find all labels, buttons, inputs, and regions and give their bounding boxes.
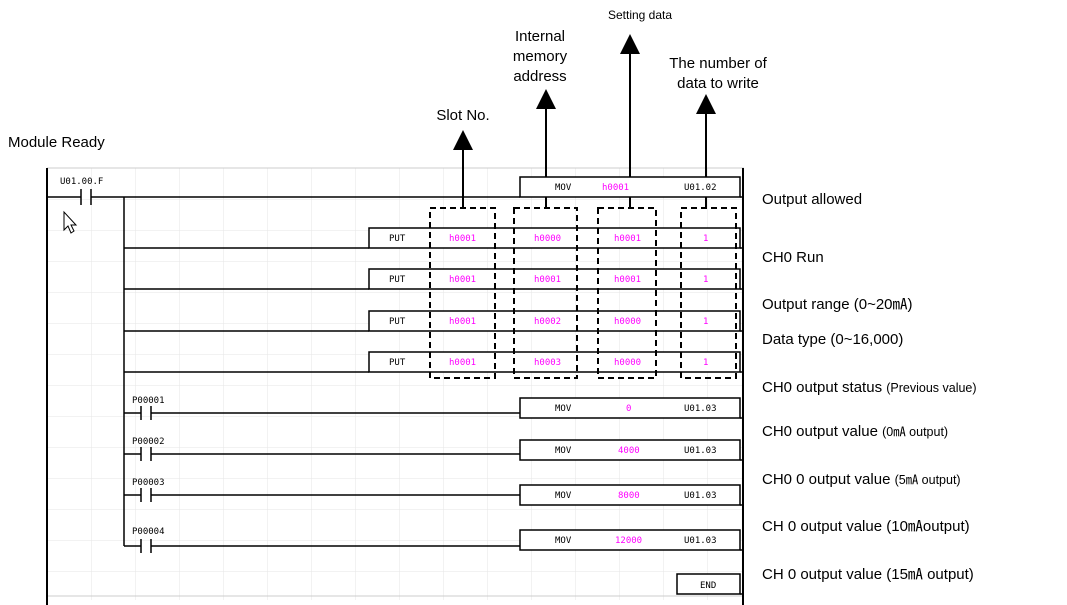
put-count-1: 1 <box>703 234 708 244</box>
number-line-2: data to write <box>677 75 759 92</box>
mov-box-3 <box>519 484 741 506</box>
rung-p00002: P00002 MOV 4000 U01.03 <box>123 413 743 461</box>
put-addr-3: h0002 <box>534 317 561 327</box>
right-label-output-status: CH0 output status (Previous value) <box>762 379 977 396</box>
put-slot-1: h0001 <box>449 234 476 244</box>
right-label-output-allowed: Output allowed <box>762 191 862 208</box>
right-label-text: Output allowed <box>762 191 863 208</box>
module-contact-label: U01.00.F <box>60 177 103 187</box>
put-data-1: h0001 <box>614 234 641 244</box>
put-box-2 <box>368 268 741 290</box>
mov-src-2: 4000 <box>618 446 640 456</box>
put-data-4: h0000 <box>614 358 641 368</box>
mov-dst-1: U01.03 <box>684 404 717 414</box>
setting-data-header: Setting data <box>607 8 673 22</box>
put-box-4 <box>368 351 741 373</box>
end-rung: END <box>676 573 743 595</box>
slot-no-header: Slot No. <box>436 107 490 124</box>
mov-dst-2: U01.03 <box>684 446 717 456</box>
addr-column-highlight <box>513 207 578 379</box>
internal-line-1: Internal <box>514 28 566 45</box>
mov-op-3: MOV <box>555 491 572 501</box>
mov-box-4 <box>519 529 741 551</box>
data-column-highlight <box>597 207 657 379</box>
put-data-3: h0000 <box>614 317 641 327</box>
put-op-2: PUT <box>389 275 406 285</box>
put-addr-4: h0003 <box>534 358 561 368</box>
mov-src-4: 12000 <box>615 536 642 546</box>
right-label-text: CH0 Run <box>762 249 824 266</box>
contact-label-2: P00002 <box>132 437 165 447</box>
right-label-note: (0㎃ output) <box>882 425 949 439</box>
right-label-output-10ma: CH 0 output value (10㎃output) <box>762 515 970 536</box>
rung-p00001: P00001 MOV 0 U01.03 <box>123 372 743 420</box>
put-slot-4: h0001 <box>449 358 476 368</box>
put-slot-2: h0001 <box>449 275 476 285</box>
right-label-note: (Previous value) <box>886 381 977 395</box>
put-rung-3: PUT h0001 h0002 h0000 1 <box>124 310 743 332</box>
mouse-cursor-icon <box>63 210 78 234</box>
put-slot-3: h0001 <box>449 317 476 327</box>
put-box-3 <box>368 310 741 332</box>
contact-label-4: P00004 <box>132 527 165 537</box>
right-label-text: Output range (0~20㎃) <box>762 296 913 313</box>
mov-src-3: 8000 <box>618 491 640 501</box>
right-label-text: CH0 output status <box>762 379 887 396</box>
count-column-highlight <box>680 207 737 379</box>
right-label-data-type: Data type (0~16,000) <box>762 331 903 348</box>
contact-label-1: P00001 <box>132 396 165 406</box>
rung-p00004: P00004 MOV 12000 U01.03 <box>123 495 743 553</box>
mov-op-1: MOV <box>555 404 572 414</box>
right-label-text: CH0 output value <box>762 423 883 440</box>
put-addr-1: h0000 <box>534 234 561 244</box>
mov-box-2 <box>519 439 741 461</box>
mov-op-4: MOV <box>555 536 572 546</box>
right-label-text: Data type (0~16,000) <box>762 331 904 348</box>
put-op-4: PUT <box>389 358 406 368</box>
put-op-3: PUT <box>389 317 406 327</box>
right-label-note: (5㎃ output) <box>894 473 961 487</box>
put-op-1: PUT <box>389 234 406 244</box>
end-box <box>676 573 741 595</box>
mov-main-dst: U01.02 <box>684 183 717 193</box>
put-rung-1: PUT h0001 h0000 h0001 1 <box>124 227 743 249</box>
mov-op-2: MOV <box>555 446 572 456</box>
mov-main-src: h0001 <box>602 183 629 193</box>
internal-line-2: memory <box>512 48 568 65</box>
right-label-text: CH 0 output value (15㎃ output) <box>762 566 974 583</box>
mov-src-1: 0 <box>626 404 631 414</box>
right-label-output-0ma: CH0 output value (0㎃ output) <box>762 421 948 440</box>
right-label-output-15ma: CH 0 output value (15㎃ output) <box>762 563 974 584</box>
mov-dst-3: U01.03 <box>684 491 717 501</box>
rung-module-ready: U01.00.F MOV h0001 U01.02 <box>47 176 743 205</box>
right-label-text: CH0 0 output value <box>762 471 895 488</box>
rung-p00003: P00003 MOV 8000 U01.03 <box>123 454 743 506</box>
put-count-3: 1 <box>703 317 708 327</box>
right-label-output-5ma: CH0 0 output value (5㎃ output) <box>762 469 961 488</box>
end-label: END <box>700 581 716 591</box>
put-box-1 <box>368 227 741 249</box>
mov-box-1 <box>519 397 741 419</box>
right-label-output-range: Output range (0~20㎃) <box>762 293 913 314</box>
right-label-ch0-run: CH0 Run <box>762 249 824 266</box>
mov-main-op: MOV <box>555 183 572 193</box>
mov-dst-4: U01.03 <box>684 536 717 546</box>
put-count-4: 1 <box>703 358 708 368</box>
internal-line-3: address <box>513 68 567 85</box>
put-addr-2: h0001 <box>534 275 561 285</box>
mov-main-box <box>519 176 741 198</box>
contact-label-3: P00003 <box>132 478 165 488</box>
put-rung-2: PUT h0001 h0001 h0001 1 <box>124 268 743 290</box>
right-label-text: CH 0 output value (10㎃output) <box>762 518 970 535</box>
internal-memory-address-header: Internal memory address <box>490 27 590 87</box>
put-count-2: 1 <box>703 275 708 285</box>
number-line-1: The number of <box>669 55 767 72</box>
module-ready-title: Module Ready <box>8 134 105 151</box>
put-rung-4: PUT h0001 h0003 h0000 1 <box>124 351 743 373</box>
put-data-2: h0001 <box>614 275 641 285</box>
slot-column-highlight <box>429 207 496 379</box>
number-of-data-header: The number of data to write <box>648 54 788 94</box>
